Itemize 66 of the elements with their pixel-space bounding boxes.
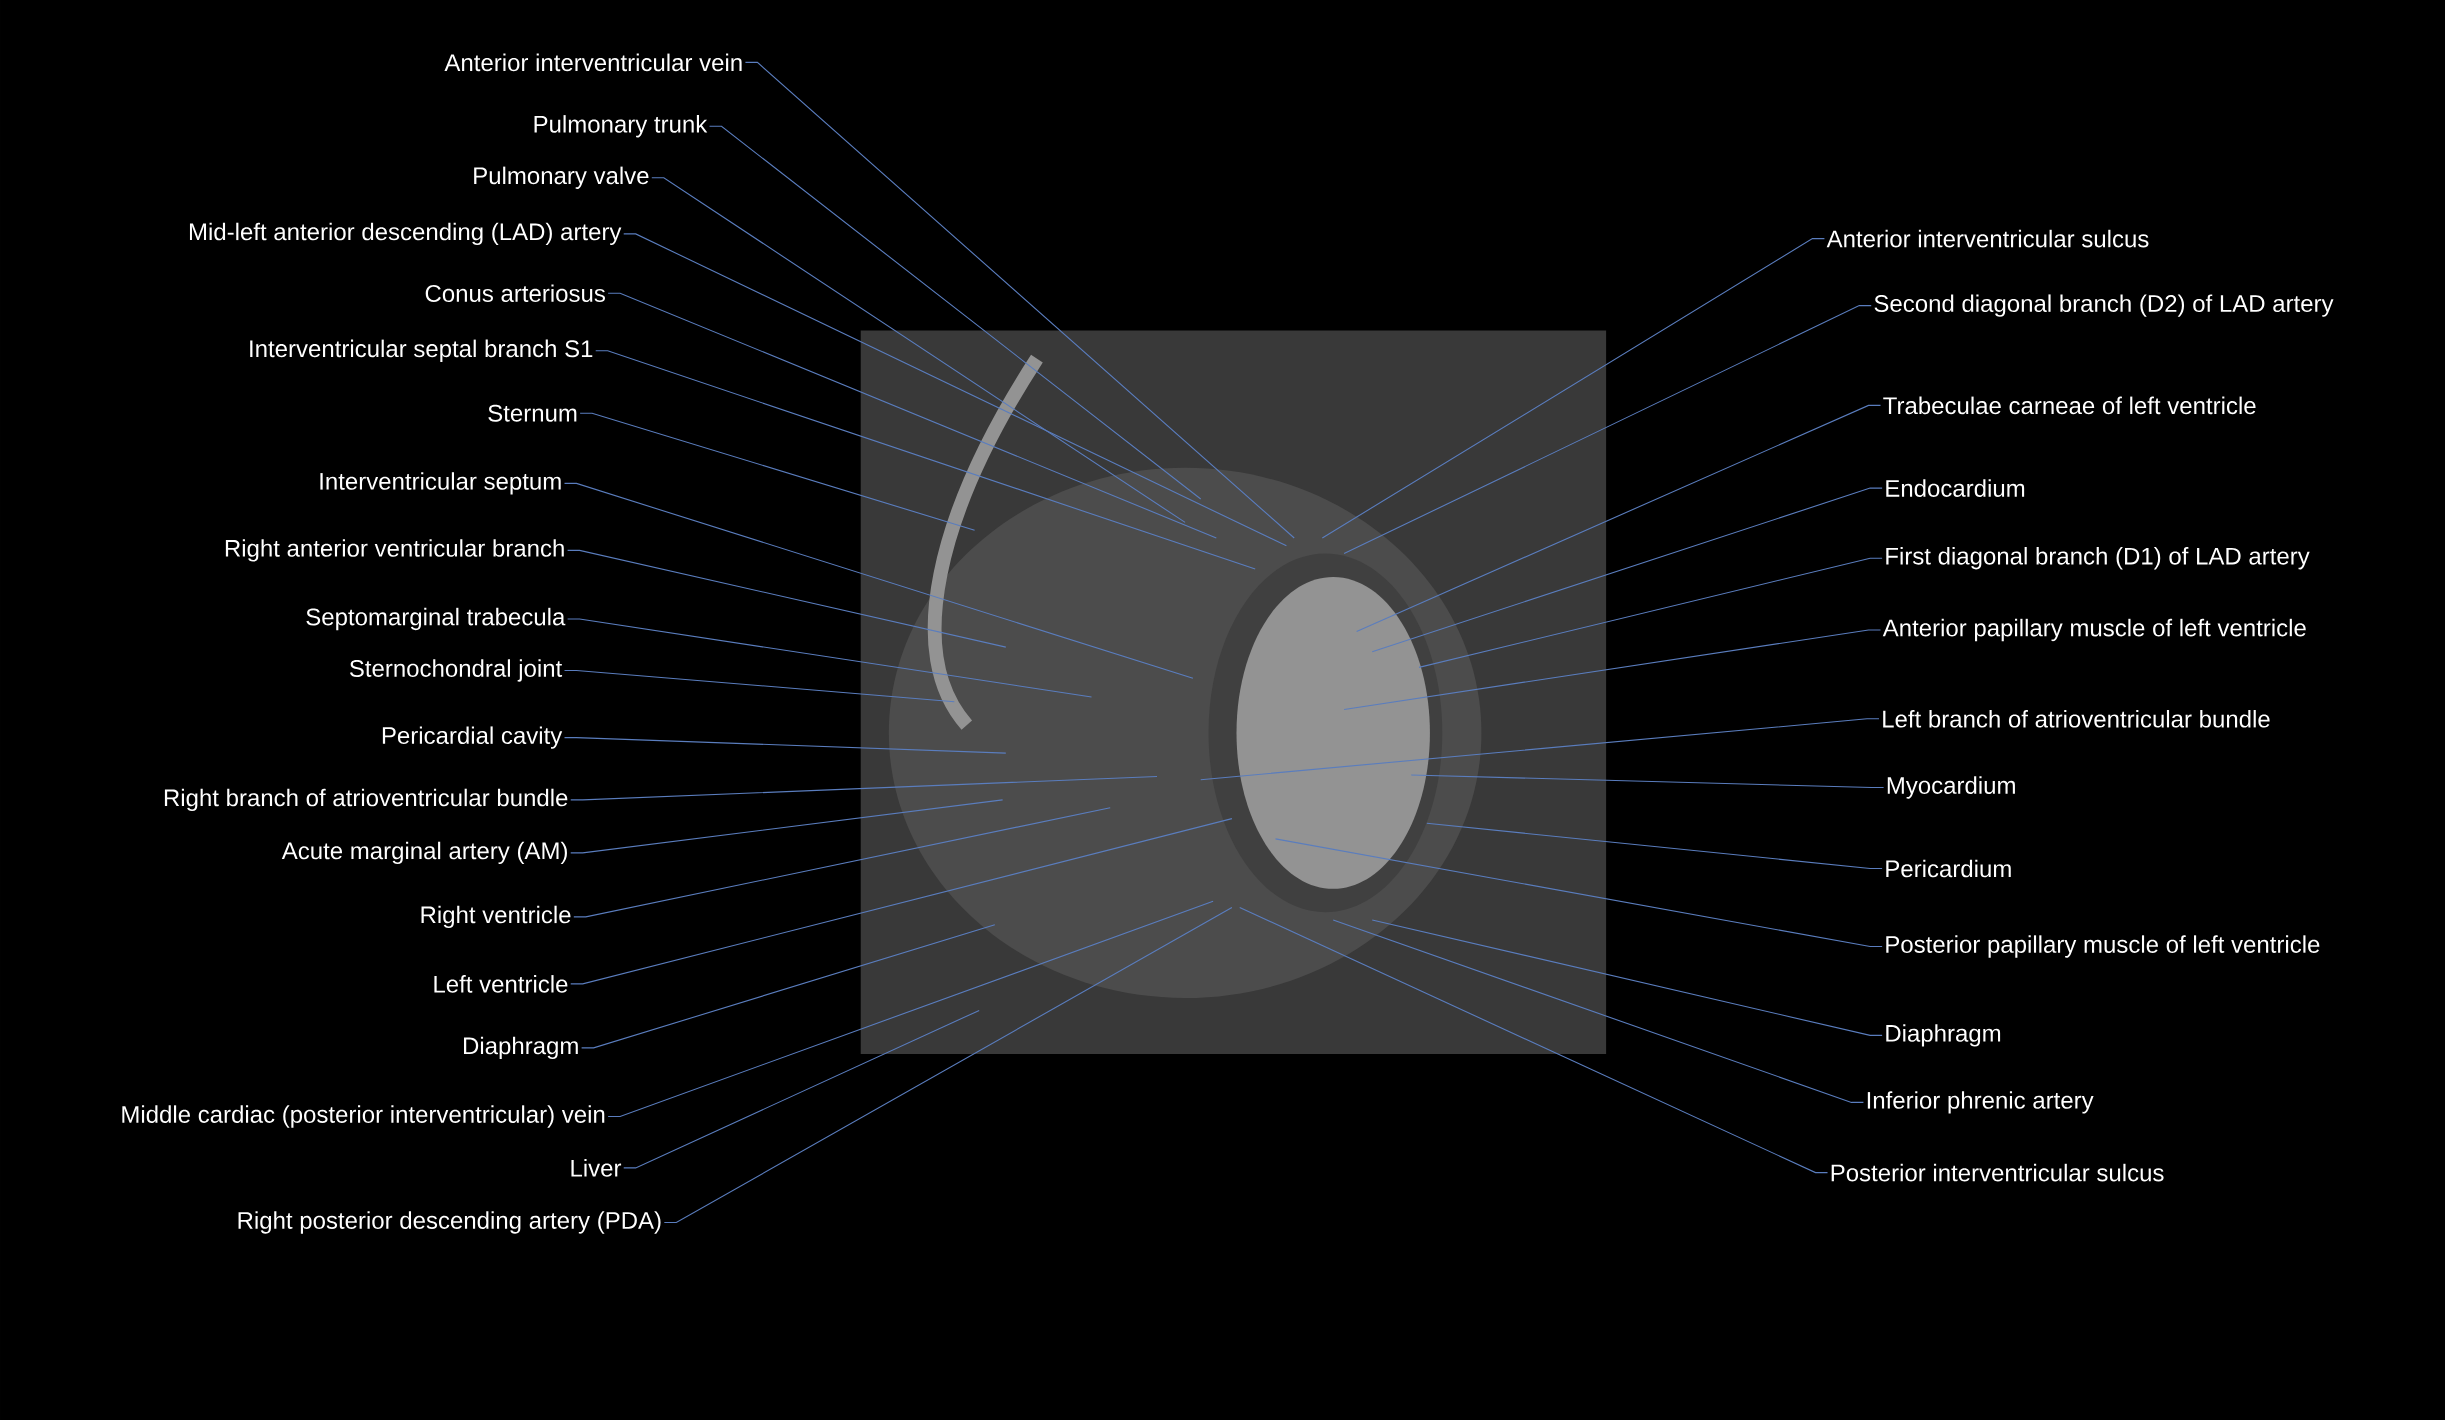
leader-line xyxy=(607,900,1214,1118)
leader-line xyxy=(1418,557,1883,668)
leader-line xyxy=(651,177,1186,523)
leader-line xyxy=(1343,305,1872,555)
label-text: Right anterior ventricular branch xyxy=(225,539,564,562)
label-text: Endocardium xyxy=(1886,479,2025,497)
label-text: Posterior interventricular sulcus xyxy=(1831,1163,2164,1182)
label-text: Sternum xyxy=(488,404,577,422)
leader-line xyxy=(1332,919,1864,1103)
leader-line xyxy=(595,350,1256,570)
leader-line xyxy=(607,292,1217,539)
label-text: Trabeculae carneae of left ventricle xyxy=(1883,396,2256,415)
label-text: Acute marginal artery (AM) xyxy=(281,841,567,865)
leader-line xyxy=(563,482,1194,679)
label-text: Liver xyxy=(571,1159,622,1177)
leader-line xyxy=(1371,919,1883,1036)
label-text: Anterior interventricular vein xyxy=(444,53,742,72)
label-text: Myocardium xyxy=(1887,776,2015,799)
label-text: Interventricular septum xyxy=(320,472,561,495)
leader-line xyxy=(573,807,1111,918)
label-text: Second diagonal branch (D2) of LAD artery xyxy=(1874,294,2334,317)
label-text: Right ventricle xyxy=(421,905,571,929)
label-text: Pericardium xyxy=(1886,859,2011,878)
leader-line xyxy=(1356,404,1882,633)
label-text: Diaphragm xyxy=(464,1036,578,1060)
label-text: Mid-left anterior descending (LAD) artery xyxy=(189,222,622,246)
leader-line xyxy=(623,1009,980,1169)
leader-line xyxy=(1239,906,1829,1174)
label-text: Interventricular septal branch S1 xyxy=(250,339,593,362)
leader-line xyxy=(1426,822,1883,870)
label-text: Anterior interventricular sulcus xyxy=(1826,229,2149,248)
label-text: Middle cardiac (posterior interventricular) vein xyxy=(122,1105,605,1128)
label-text: First diagonal branch (D1) of LAD artery xyxy=(1886,547,2310,570)
leader-line xyxy=(1321,238,1825,539)
label-text: Pulmonary valve xyxy=(474,166,649,189)
leader-line xyxy=(1200,718,1880,781)
leader-line xyxy=(563,669,955,703)
label-text: Sternochondral joint xyxy=(349,659,563,682)
leader-line xyxy=(623,233,1287,547)
label-text: Anterior papillary muscle of left ventricle xyxy=(1882,618,2306,642)
leader-line xyxy=(570,775,1158,801)
leader-line xyxy=(1274,838,1883,948)
leader-line xyxy=(1343,629,1882,711)
leader-line xyxy=(1410,774,1885,789)
leader-line xyxy=(570,818,1233,985)
leader-line xyxy=(708,125,1202,500)
label-text: Left branch of atrioventricular bundle xyxy=(1883,710,2270,728)
leader-line xyxy=(579,412,976,531)
label-text: Pulmonary trunk xyxy=(534,115,708,138)
leader-line xyxy=(1371,487,1883,653)
label-text: Right posterior descending artery (PDA) xyxy=(238,1211,661,1234)
label-text: Left ventricle xyxy=(434,975,568,993)
label-text: Diaphragm xyxy=(1886,1024,2001,1047)
label-text: Pericardial cavity xyxy=(382,726,563,749)
leader-line xyxy=(581,924,996,1049)
leader-line xyxy=(567,549,1007,648)
leader-line xyxy=(663,906,1233,1224)
label-text: Right branch of atrioventricular bundle xyxy=(164,788,568,812)
label-text: Inferior phrenic artery xyxy=(1867,1091,2094,1114)
leader-line xyxy=(570,799,1004,854)
leader-line xyxy=(563,737,1007,754)
leader-line xyxy=(567,618,1093,698)
leader-line xyxy=(744,61,1295,539)
label-text: Septomarginal trabecula xyxy=(306,607,566,631)
label-text: Posterior papillary muscle of left ventricle xyxy=(1886,935,2320,958)
label-text: Conus arteriosus xyxy=(425,284,605,302)
